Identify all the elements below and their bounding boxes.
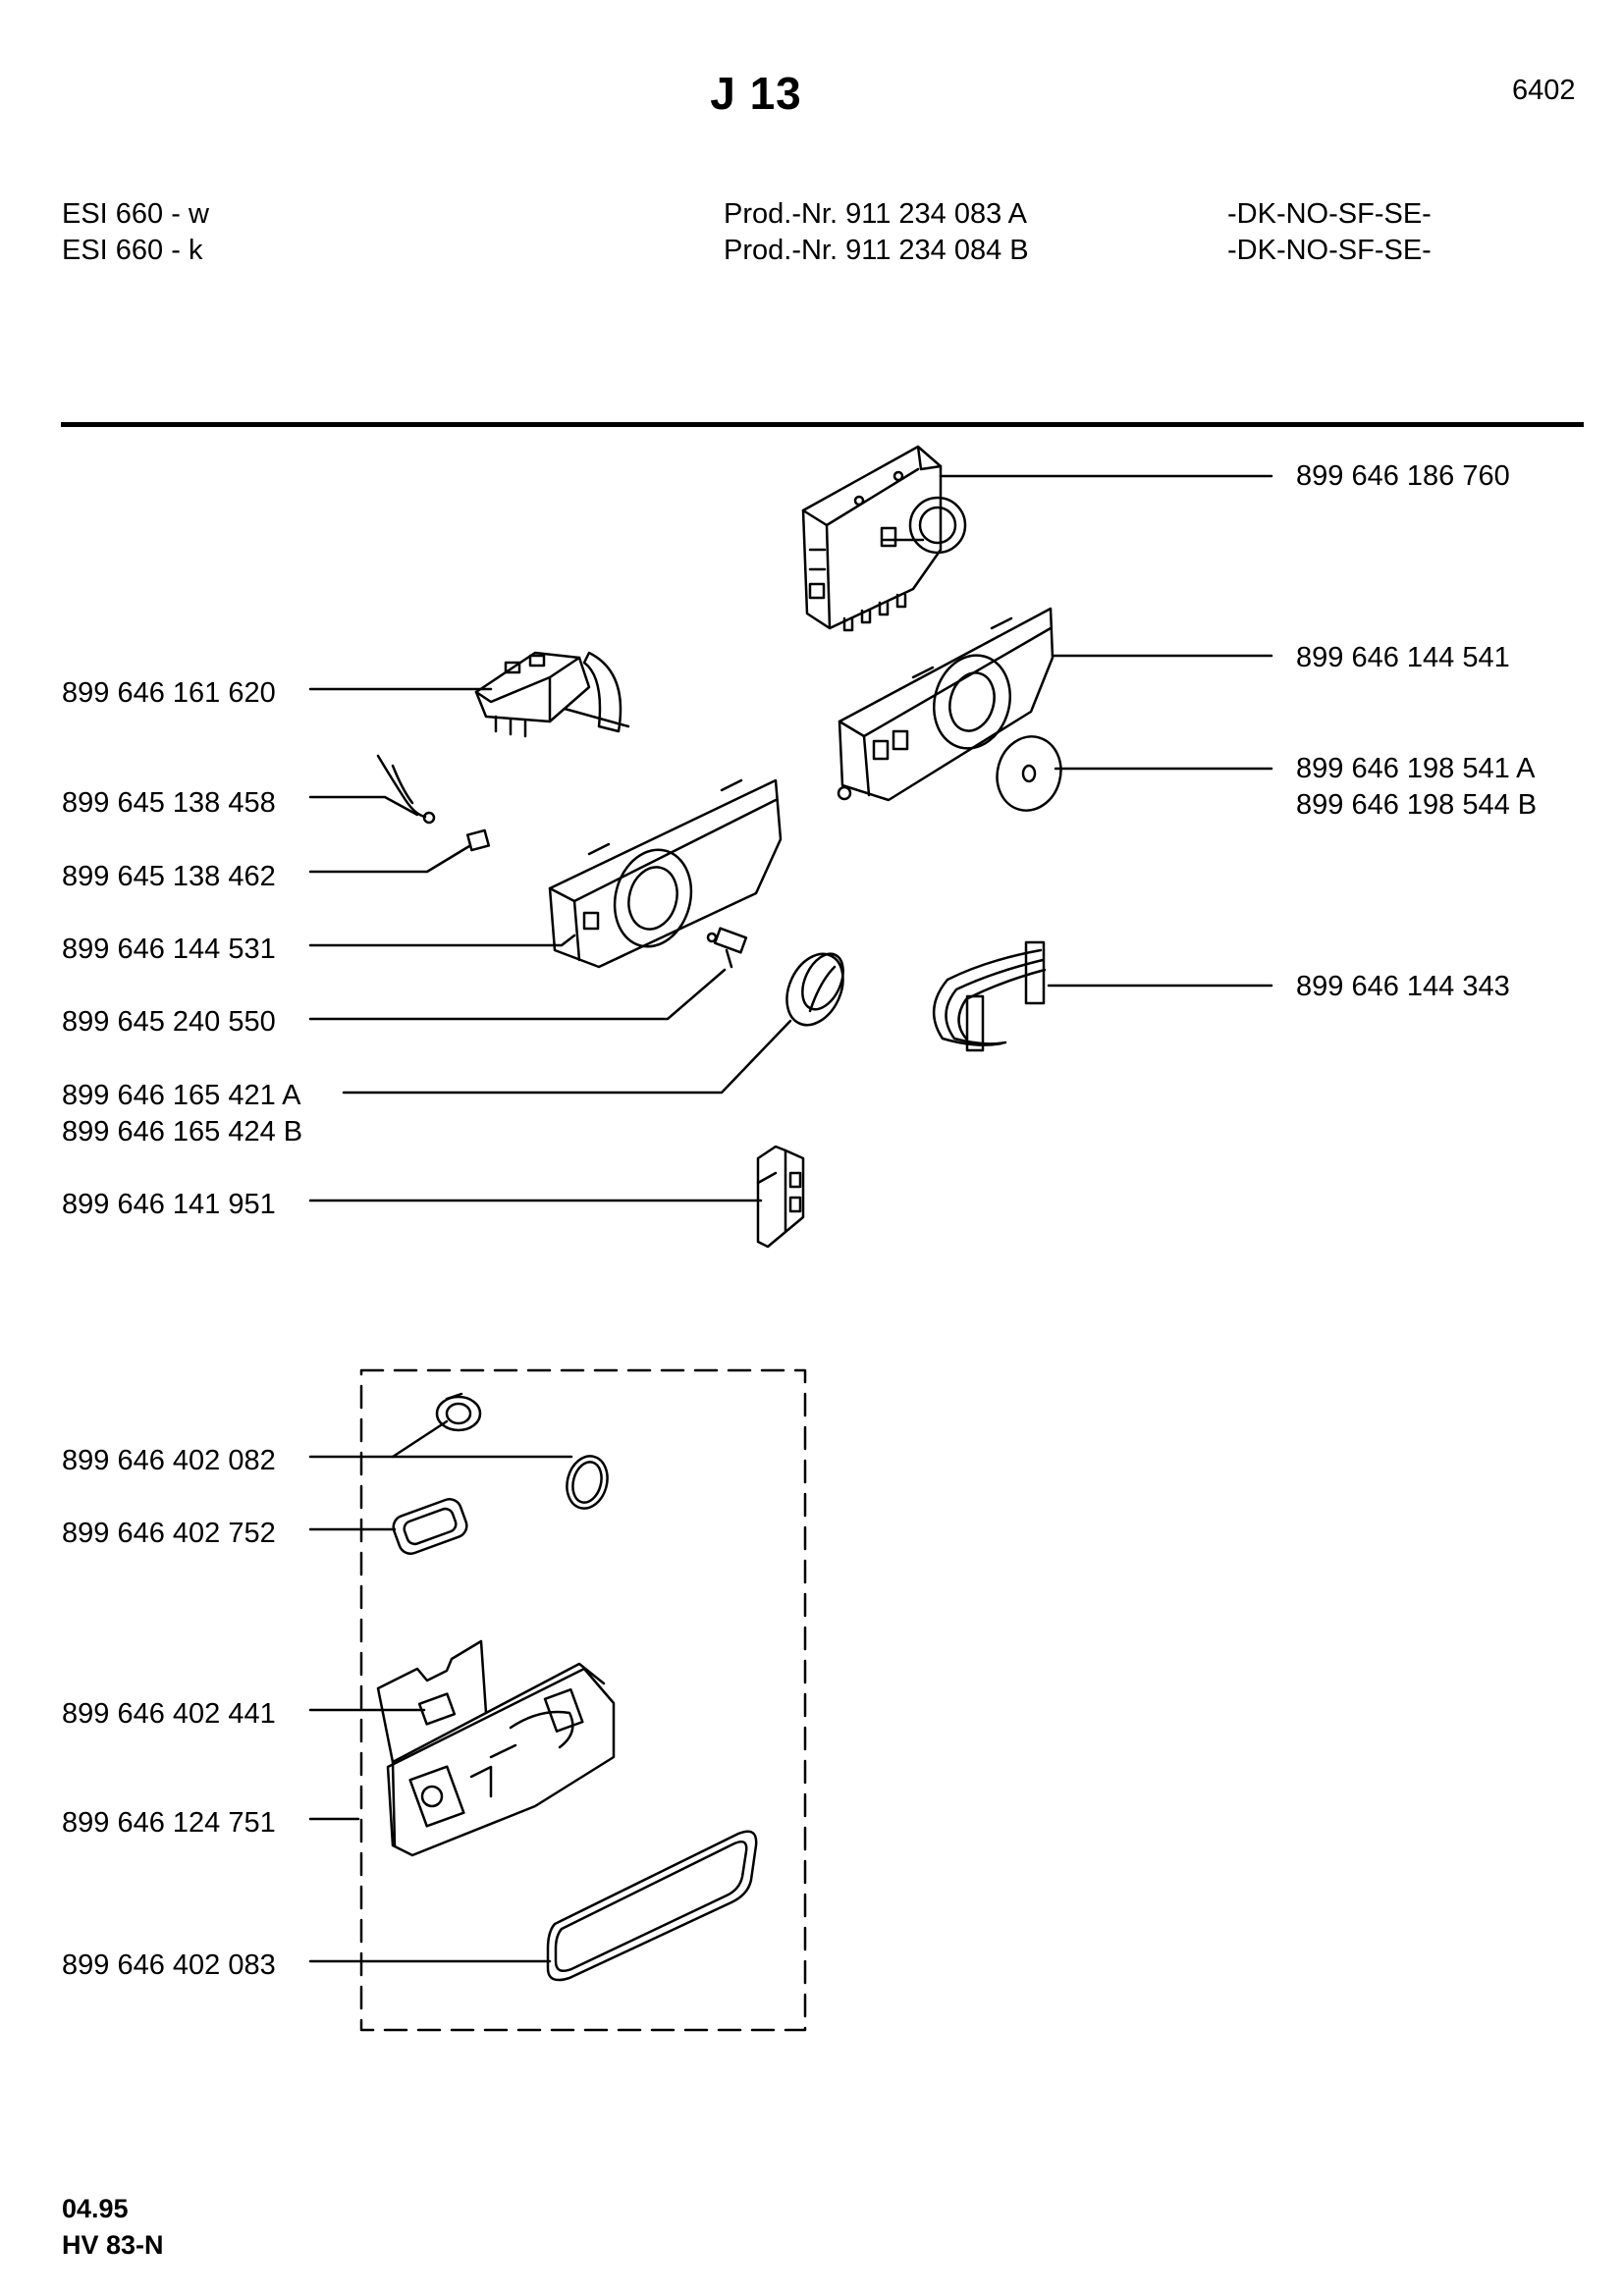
part-label-sensor-wire: 899 645 138 458 <box>62 787 276 819</box>
part-label-kit-seal-large: 899 646 402 083 <box>62 1949 276 1981</box>
prod-nr-1: Prod.-Nr. 911 234 083 A <box>724 198 1028 230</box>
wiring-harness-drawing <box>934 942 1045 1050</box>
part-label-lamp-holder: 899 645 240 550 <box>62 1006 276 1038</box>
model-name-1: ESI 660 - w <box>62 198 209 230</box>
footer-doc-ref: HV 83-N <box>62 2230 164 2260</box>
prod-nr-2: Prod.-Nr. 911 234 084 B <box>724 235 1029 266</box>
page-title: J 13 <box>710 68 802 119</box>
lamp-holder-drawing <box>708 929 746 967</box>
sensor-wire-drawing <box>378 756 434 823</box>
part-label-kit-gasket-small: 899 646 402 752 <box>62 1518 276 1549</box>
part-label-kit-cover: 899 646 402 441 <box>62 1698 276 1730</box>
part-label-timer: 899 646 186 760 <box>1296 460 1510 492</box>
switch-drawing <box>476 653 628 736</box>
part-label-kit-door-lock: 899 646 124 751 <box>62 1807 276 1839</box>
leader-connector <box>310 846 469 872</box>
leader-knob <box>344 1021 790 1093</box>
part-label-knob-b: 899 646 165 424 B <box>62 1116 303 1148</box>
page-code: 6402 <box>1512 75 1576 106</box>
leader-sensor-wire <box>310 797 417 815</box>
part-label-connector: 899 645 138 462 <box>62 861 276 892</box>
part-label-dial-a: 899 646 198 541 A <box>1296 753 1536 784</box>
kit-ring-drawing <box>562 1452 614 1514</box>
leader-kit-cap <box>310 1421 447 1457</box>
part-label-dial-b: 899 646 198 544 B <box>1296 789 1538 821</box>
part-label-wiring-harness: 899 646 144 343 <box>1296 971 1510 1002</box>
part-label-knob-a: 899 646 165 421 A <box>62 1080 301 1111</box>
header-divider <box>61 422 1584 427</box>
knob-drawing <box>776 945 853 1035</box>
kit-gasket-small-drawing <box>390 1496 469 1557</box>
part-label-kit-cap: 899 646 402 082 <box>62 1445 276 1476</box>
connector-drawing <box>467 830 489 850</box>
part-label-control-panel-lower: 899 646 144 531 <box>62 934 276 965</box>
timer-drawing <box>803 447 965 630</box>
part-label-bracket: 899 646 141 951 <box>62 1189 276 1220</box>
kit-seal-large-drawing <box>548 1832 756 1980</box>
model-name-2: ESI 660 - k <box>62 235 203 266</box>
control-panel-upper-drawing <box>839 609 1053 800</box>
kit-cap-drawing <box>437 1394 480 1430</box>
footer-date: 04.95 <box>62 2194 129 2223</box>
kit-cover-drawing <box>378 1641 486 1845</box>
kit-door-lock-drawing <box>388 1664 614 1855</box>
part-label-control-panel-upper: 899 646 144 541 <box>1296 642 1510 673</box>
leader-control-panel-lower <box>310 935 574 945</box>
part-label-switch: 899 646 161 620 <box>62 677 276 709</box>
dial-drawing <box>989 729 1068 818</box>
countries-2: -DK-NO-SF-SE- <box>1227 235 1432 266</box>
leader-lines <box>310 476 1271 1961</box>
countries-1: -DK-NO-SF-SE- <box>1227 198 1432 230</box>
service-kit-box <box>361 1370 805 2030</box>
control-panel-lower-drawing <box>550 780 781 967</box>
leader-lamp-holder <box>310 970 725 1019</box>
bracket-drawing <box>758 1147 803 1247</box>
